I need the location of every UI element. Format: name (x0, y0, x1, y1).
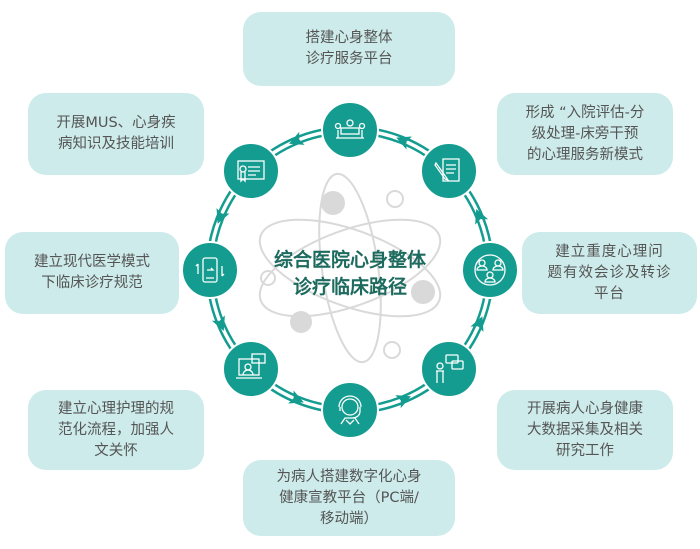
node-box-left: 建立现代医学模式 下临床诊疗规范 (5, 232, 179, 314)
box-line: 建立现代医学模式 (34, 254, 150, 270)
node-document-pen (420, 142, 478, 200)
node-consultation-chat (420, 340, 478, 398)
box-line: 开展病人心身健康 (527, 400, 643, 417)
box-line: 移动端） (320, 510, 378, 527)
box-line: 开展MUS、心身疾 (56, 115, 176, 131)
flow-arrow (475, 209, 489, 225)
node-meeting (321, 101, 379, 159)
flow-arrow (216, 208, 230, 224)
mobile-sync-icon (195, 257, 225, 283)
box-line: 范化流程，加强人 (58, 421, 174, 438)
flow-arrow (395, 395, 411, 409)
node-certificate (222, 142, 280, 200)
node-box-bottom-right: 开展病人心身健康 大数据采集及相关 研究工作 (497, 390, 673, 470)
video-call-icon (236, 353, 266, 379)
node-box-top: 搭建心身整体 诊疗服务平台 (243, 12, 455, 86)
flow-arrow (211, 315, 225, 331)
box-line: 级处理-床旁干预 (531, 125, 639, 142)
node-headset-agent (321, 381, 379, 439)
box-line: 病知识及技能培训 (58, 136, 174, 152)
node-box-top-left: 开展MUS、心身疾 病知识及技能培训 (28, 93, 204, 175)
node-box-bottom: 为病人搭建数字化心身 健康宣教平台（PC端/ 移动端） (243, 460, 455, 536)
box-line: 下临床诊疗规范 (41, 275, 143, 291)
center-title-line: 综合医院心身整体 (273, 249, 426, 271)
box-line: 建立心理护理的规 (58, 400, 174, 417)
node-mobile-sync (181, 241, 239, 299)
box-line: 研究工作 (556, 442, 614, 459)
node-box-right: 建立重度心理问 题有效会诊及转诊 平台 (522, 232, 697, 314)
flow-arrow (470, 316, 484, 332)
box-line: 搭建心身整体 (305, 30, 393, 46)
flow-arrow (396, 136, 412, 150)
box-line: 形成 “入院评估-分 (525, 104, 645, 121)
node-box-top-right: 形成 “入院评估-分 级处理-床旁干预 的心理服务新模式 (497, 93, 673, 175)
box-line: 建立重度心理问 (555, 243, 664, 260)
consultation-chat-icon (436, 354, 464, 383)
box-line: 为病人搭建数字化心身 (276, 468, 422, 485)
center-title: 综合医院心身整体 诊疗临床路径 (240, 247, 460, 301)
node-video-call (222, 340, 280, 398)
flow-arrow (288, 390, 304, 404)
node-box-bottom-left: 建立心理护理的规 范化流程，加强人 文关怀 (28, 390, 204, 470)
box-line: 诊疗服务平台 (305, 51, 393, 67)
center-title-line: 诊疗临床路径 (292, 276, 407, 298)
node-team-network (461, 241, 519, 299)
certificate-icon (237, 160, 265, 183)
box-line: 题有效会诊及转诊 (547, 264, 672, 281)
team-network-icon (474, 254, 506, 286)
box-line: 平台 (594, 285, 625, 302)
box-line: 文关怀 (94, 442, 138, 459)
box-line: 健康宣教平台（PC端/ (279, 489, 419, 506)
atom-icon (258, 172, 442, 364)
flow-arrow (289, 131, 305, 145)
meeting-icon (334, 119, 366, 139)
headset-agent-icon (338, 395, 362, 425)
box-line: 的心理服务新模式 (527, 146, 643, 163)
box-line: 大数据采集及相关 (527, 421, 643, 438)
document-pen-icon (434, 158, 460, 182)
